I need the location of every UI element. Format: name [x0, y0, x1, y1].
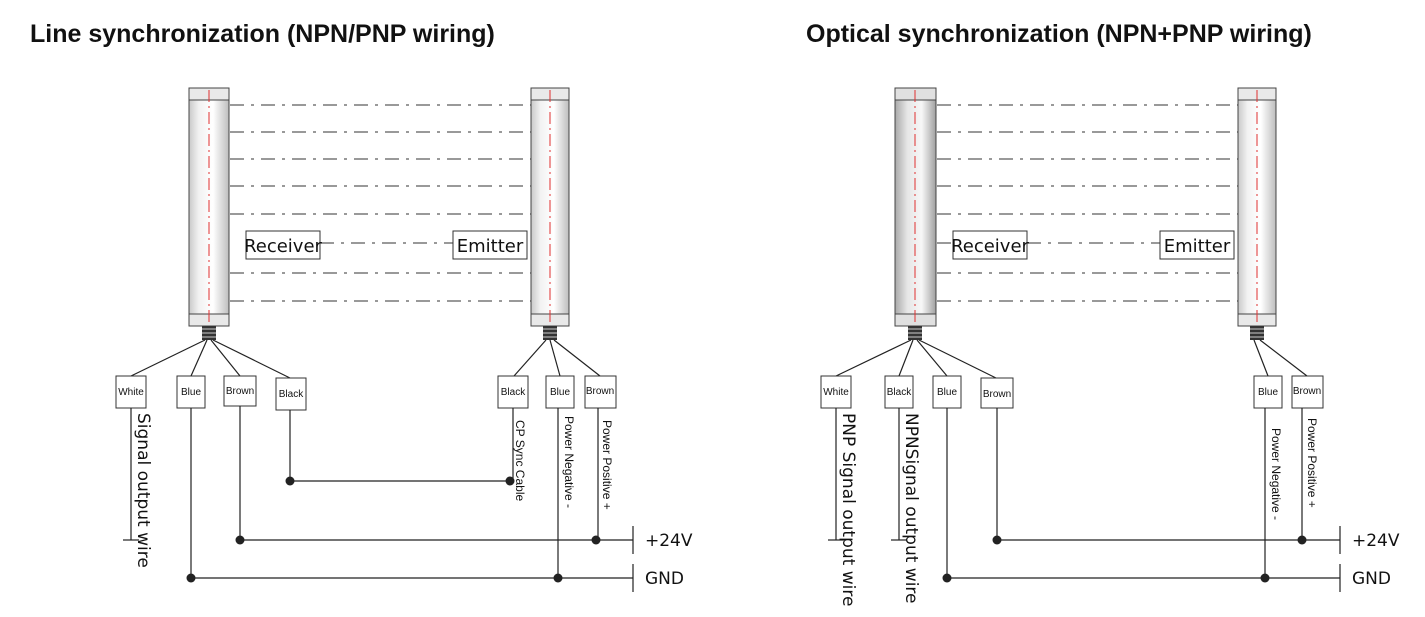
left-emitter-fan-wires	[513, 339, 601, 377]
right-receiver-sensor-bar	[894, 87, 937, 340]
junction-dot	[285, 476, 295, 486]
junction-dot	[591, 535, 601, 545]
wire-tag-black-label: Black	[887, 387, 912, 398]
right-pnp-output-label: PNP Signal output wire	[838, 413, 858, 606]
junction-dot	[992, 535, 1002, 545]
wire-tag-brown	[980, 377, 1014, 409]
left-signal-output-label: Signal output wire	[133, 413, 153, 568]
right-rail-gnd-label: GND	[1352, 569, 1391, 589]
left-power-positive-label: Power Positive +	[600, 420, 614, 510]
right-npn-output-label: NPNSignal output wire	[901, 413, 921, 604]
junction-dot	[1260, 573, 1270, 583]
left-emitter-sensor-bar	[530, 87, 570, 340]
right-diagram-title: Optical synchronization (NPN+PNP wiring)	[806, 20, 1312, 48]
wire-tag-brown-label: Brown	[586, 386, 614, 397]
wire-tag-white-label: White	[118, 387, 144, 398]
right-power-rails	[947, 526, 1341, 592]
junction-dot	[505, 476, 515, 486]
left-diagram-title: Line synchronization (NPN/PNP wiring)	[30, 20, 495, 48]
junction-dot	[186, 573, 196, 583]
optical-sync-diagram: Optical synchronization (NPN+PNP wiring)	[806, 20, 1400, 606]
wire-tag-white-label: White	[823, 387, 849, 398]
wire-tag-blue-label: Blue	[181, 387, 201, 398]
left-light-beams	[230, 104, 531, 302]
wire-tag-blue	[545, 375, 575, 409]
right-emitter-sensor-bar	[1237, 87, 1277, 340]
left-emitter-label-box	[452, 230, 528, 260]
left-emitter-label: Emitter	[457, 236, 524, 257]
wire-tag-blue-label: Blue	[937, 387, 957, 398]
right-receiver-fan-wires	[835, 339, 997, 379]
wire-tag-white	[820, 375, 852, 409]
wire-tag-blue-label: Blue	[550, 387, 570, 398]
left-receiver-fan-wires	[130, 339, 291, 379]
wire-tag-brown-label: Brown	[1293, 386, 1321, 397]
right-vertical-wires	[828, 408, 1303, 578]
wire-tag-brown-label: Brown	[983, 389, 1011, 400]
right-emitter-fan-wires	[1253, 339, 1308, 377]
right-emitter-label-box	[1159, 230, 1235, 260]
wire-tag-black	[275, 377, 307, 411]
left-rail-gnd-label: GND	[645, 569, 684, 589]
wire-tag-blue-label: Blue	[1258, 387, 1278, 398]
right-emitter-label: Emitter	[1164, 236, 1231, 257]
left-rail-24v-label: +24V	[645, 531, 693, 551]
left-cp-sync-label: CP Sync Cable	[513, 420, 527, 501]
right-power-negative-label: Power Negative -	[1269, 428, 1283, 520]
left-vertical-wires	[123, 406, 599, 578]
wire-tag-brown	[584, 375, 617, 409]
left-receiver-sensor-bar	[188, 87, 230, 340]
wire-tag-brown	[223, 375, 257, 407]
junction-dot	[553, 573, 563, 583]
junction-dot	[942, 573, 952, 583]
line-sync-diagram: Line synchronization (NPN/PNP wiring)	[30, 20, 693, 592]
wire-tag-black	[497, 375, 529, 409]
left-receiver-label: Receiver	[244, 236, 322, 257]
wire-tag-brown	[1291, 375, 1324, 409]
wire-tag-blue	[1253, 375, 1283, 409]
left-receiver-label-box	[245, 230, 321, 260]
right-receiver-label-box	[952, 230, 1028, 260]
wire-tag-black-label: Black	[279, 389, 304, 400]
right-power-positive-label: Power Positive +	[1305, 418, 1319, 508]
wire-tag-brown-label: Brown	[226, 386, 254, 397]
wire-tag-blue	[176, 375, 206, 409]
left-power-rails	[191, 526, 634, 592]
junction-dot	[1297, 535, 1307, 545]
right-rail-24v-label: +24V	[1352, 531, 1400, 551]
right-light-beams	[937, 104, 1238, 302]
junction-dot	[235, 535, 245, 545]
left-power-negative-label: Power Negative -	[562, 416, 576, 508]
right-receiver-label: Receiver	[951, 236, 1029, 257]
wire-tag-black-label: Black	[501, 387, 526, 398]
